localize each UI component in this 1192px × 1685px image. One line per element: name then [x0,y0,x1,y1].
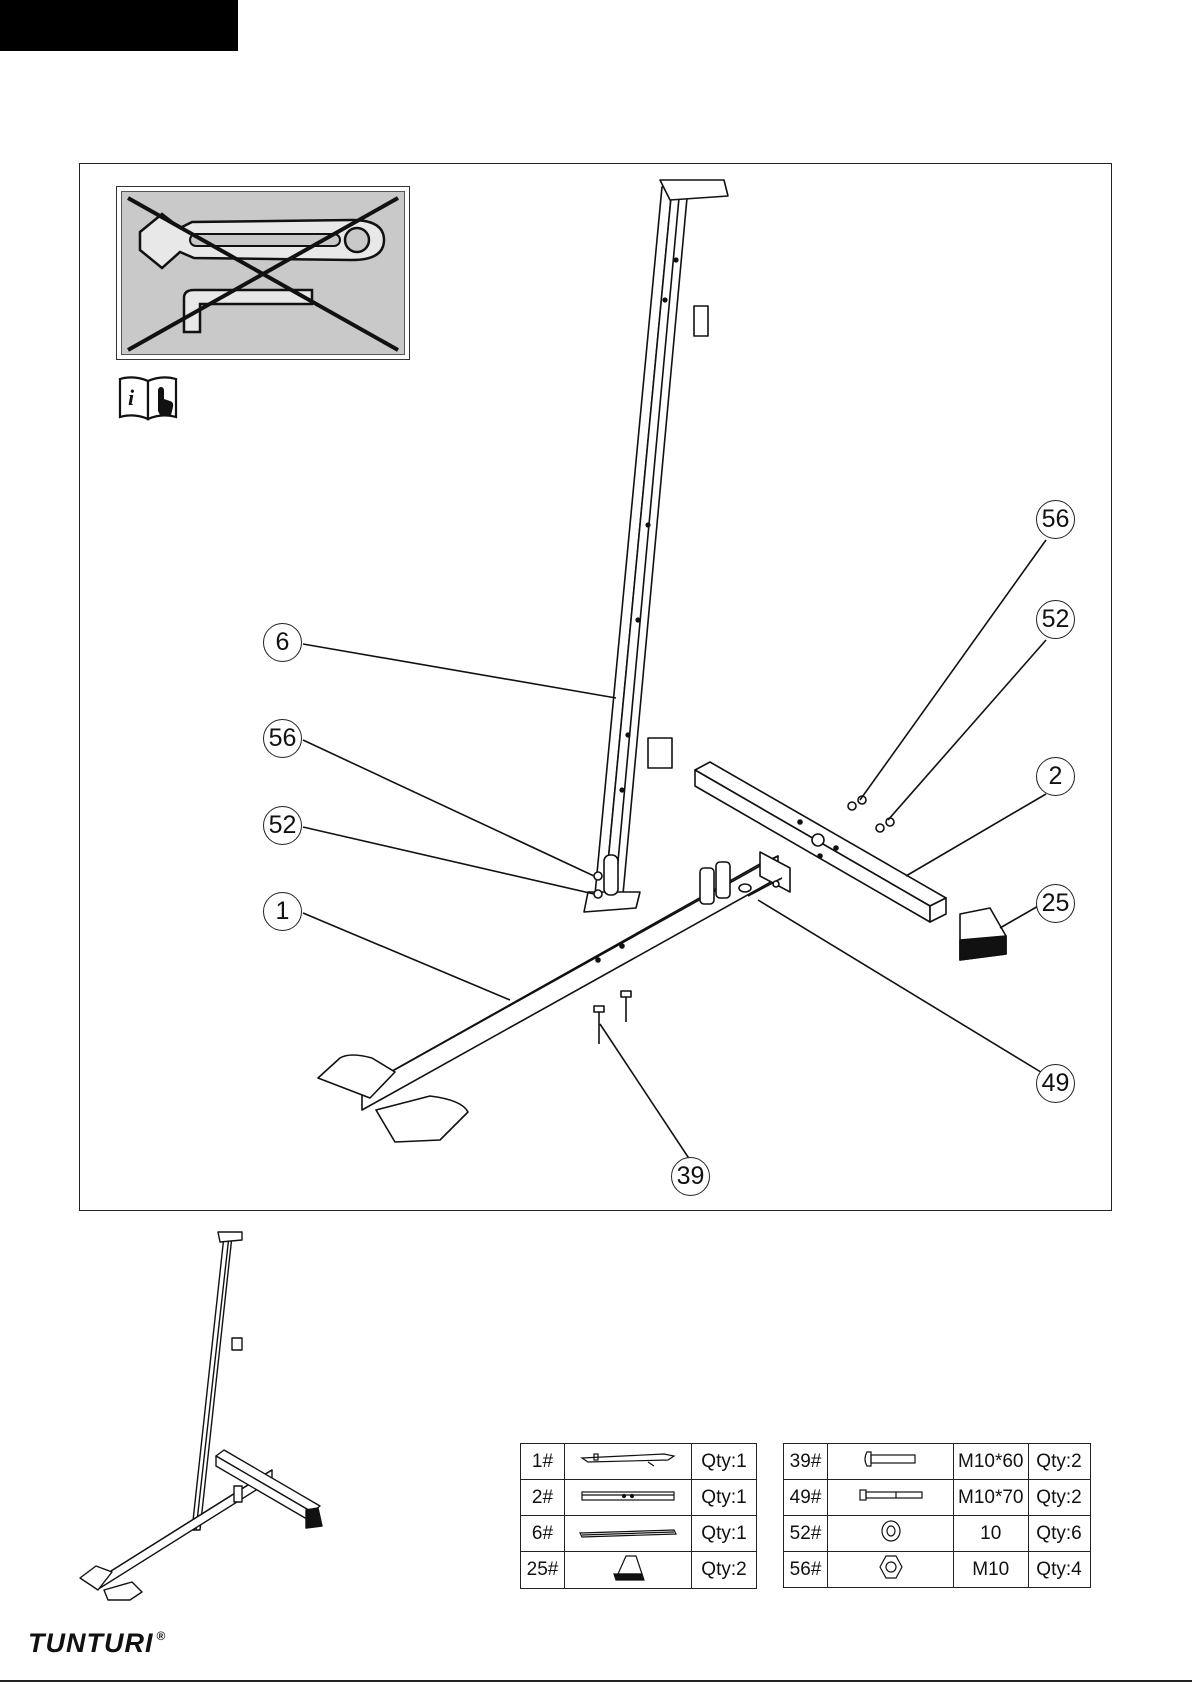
parts-table-right: 39# M10*60 Qty:2 49# M10*70 Qty:2 52# 10… [783,1443,1091,1588]
table-row: 1# Qty:1 [521,1444,757,1480]
registered-mark: ® [156,1629,166,1643]
callout-2: 2 [1036,757,1075,796]
table-row: 56# M10 Qty:4 [784,1552,1091,1588]
table-row: 2# Qty:1 [521,1480,757,1516]
part-qty: Qty:1 [692,1480,757,1516]
washer-icon [828,1516,954,1552]
callout-1: 1 [263,892,302,931]
part-number: 25# [521,1552,565,1589]
part-spec: 10 [954,1516,1029,1552]
table-row: 49# M10*70 Qty:2 [784,1480,1091,1516]
callout-39: 39 [671,1157,710,1196]
callout-56-left: 56 [263,719,302,758]
callout-49: 49 [1036,1064,1075,1103]
part-qty: Qty:2 [1028,1444,1090,1480]
cross-tube-icon [565,1480,692,1516]
part-number: 56# [784,1552,828,1588]
parts-table-left: 1# Qty:1 2# Qty:1 6# Qty:1 25# Qty:2 [520,1443,757,1589]
part-spec: M10*60 [954,1444,1029,1480]
base-frame-icon [565,1444,692,1480]
table-row: 39# M10*60 Qty:2 [784,1444,1091,1480]
part-qty: Qty:4 [1028,1552,1090,1588]
part-spec: M10 [954,1552,1029,1588]
brand-name: TUNTURI [28,1628,153,1658]
part-spec: M10*70 [954,1480,1029,1516]
upright-post-icon [565,1516,692,1552]
end-cap-icon [565,1552,692,1589]
part-qty: Qty:6 [1028,1516,1090,1552]
table-row: 6# Qty:1 [521,1516,757,1552]
table-row: 52# 10 Qty:6 [784,1516,1091,1552]
callout-56-right: 56 [1036,500,1075,539]
part-qty: Qty:2 [692,1552,757,1589]
callout-25: 25 [1036,884,1075,923]
part-number: 39# [784,1444,828,1480]
part-qty: Qty:1 [692,1444,757,1480]
bottom-rule [0,1680,1192,1682]
callout-52-right: 52 [1036,600,1075,639]
part-number: 1# [521,1444,565,1480]
callout-6: 6 [263,623,302,662]
part-qty: Qty:1 [692,1516,757,1552]
bolt-short-icon [828,1444,954,1480]
nut-icon [828,1552,954,1588]
base-frame-drawing [318,852,790,1142]
upright-post-drawing [584,180,728,912]
part-number: 52# [784,1516,828,1552]
part-qty: Qty:2 [1028,1480,1090,1516]
brand-logo: TUNTURI® [28,1628,166,1659]
part-number: 49# [784,1480,828,1516]
callout-52-left: 52 [263,806,302,845]
part-number: 2# [521,1480,565,1516]
end-cap-drawing [960,908,1006,960]
bolt-long-icon [828,1480,954,1516]
overview-drawing [80,1232,322,1600]
part-number: 6# [521,1516,565,1552]
table-row: 25# Qty:2 [521,1552,757,1589]
